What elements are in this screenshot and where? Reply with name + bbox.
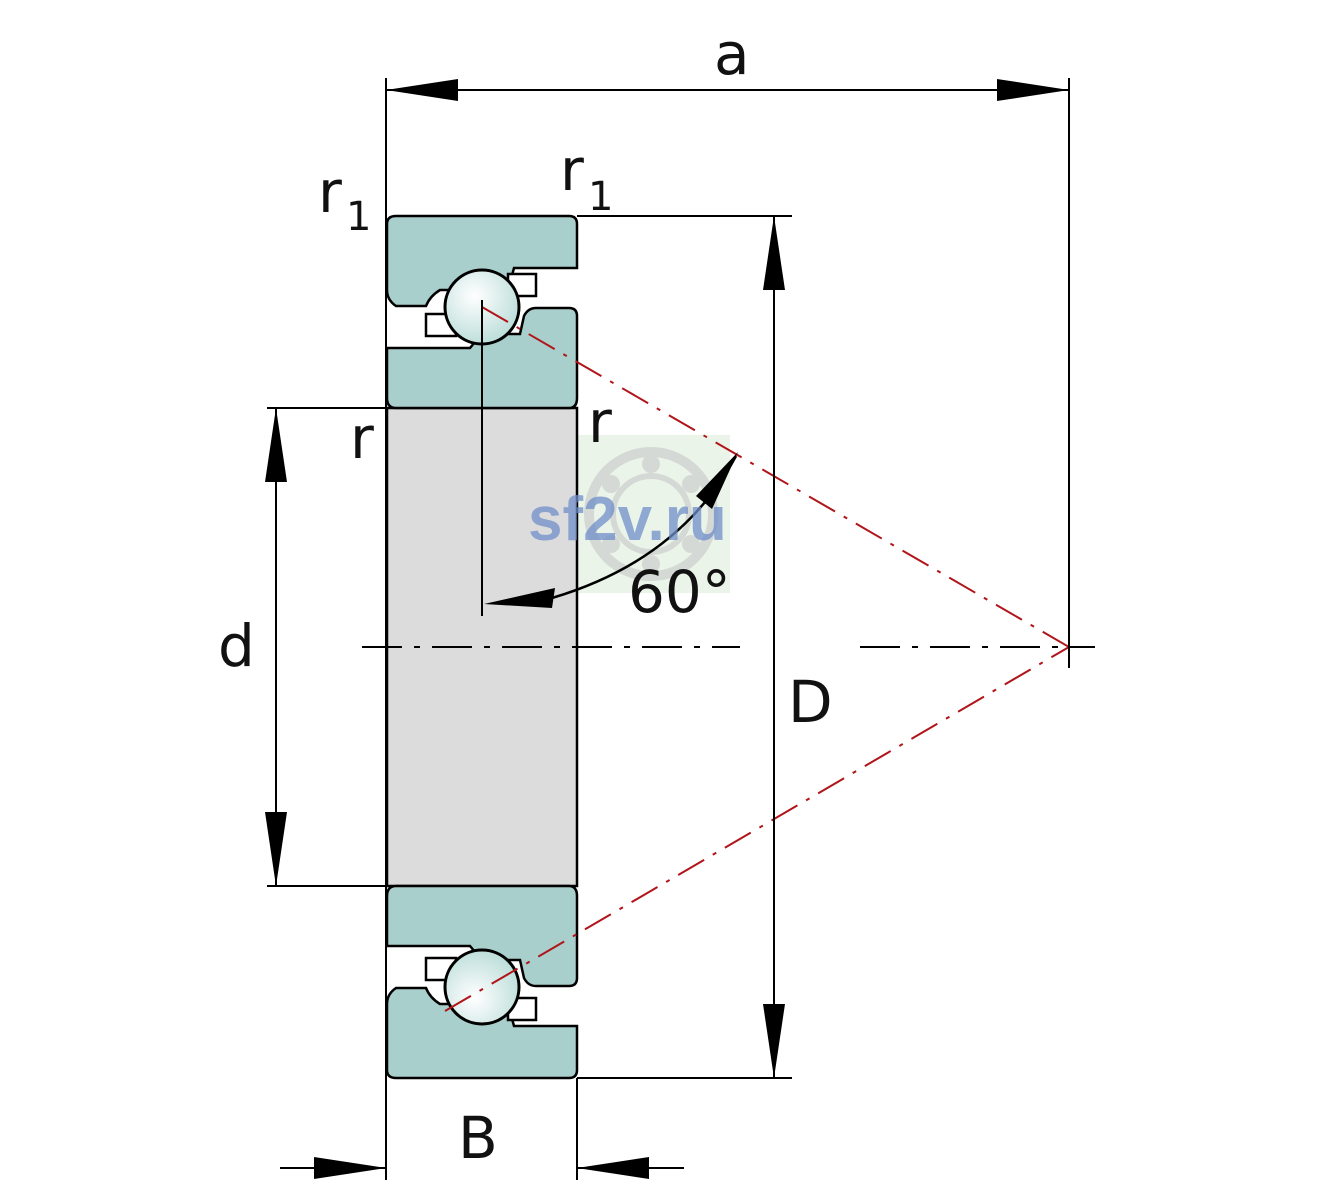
label-r-right: r [588,388,612,456]
label-r1-right-subscript: 1 [588,174,613,220]
contact-line-top [481,306,1070,648]
angle-arrow-left [484,588,555,608]
dimension-d [265,407,387,887]
dimension-D [577,215,792,1079]
watermark [572,435,730,593]
watermark-text: sf2v.ru [528,485,727,554]
label-r1-right: r [560,136,584,204]
bottom-bearing-section [385,884,579,1080]
label-angle: 60° [628,558,731,626]
bottom-outer-ring [385,986,579,1080]
label-D: D [788,668,833,736]
label-B: B [458,1104,498,1172]
label-r1-left-subscript: 1 [346,194,371,240]
label-a: a [714,20,750,88]
top-outer-ring [385,214,579,308]
angle-arrow-right [696,452,738,509]
bottom-ball [443,948,521,1026]
contact-line-bottom [444,646,1070,1012]
dimension-a [385,78,1070,1180]
label-r-left: r [350,404,374,472]
top-bearing-section [385,214,579,410]
label-d: d [218,612,255,680]
label-r1-left: r [318,158,342,226]
dimension-B [280,1078,684,1180]
